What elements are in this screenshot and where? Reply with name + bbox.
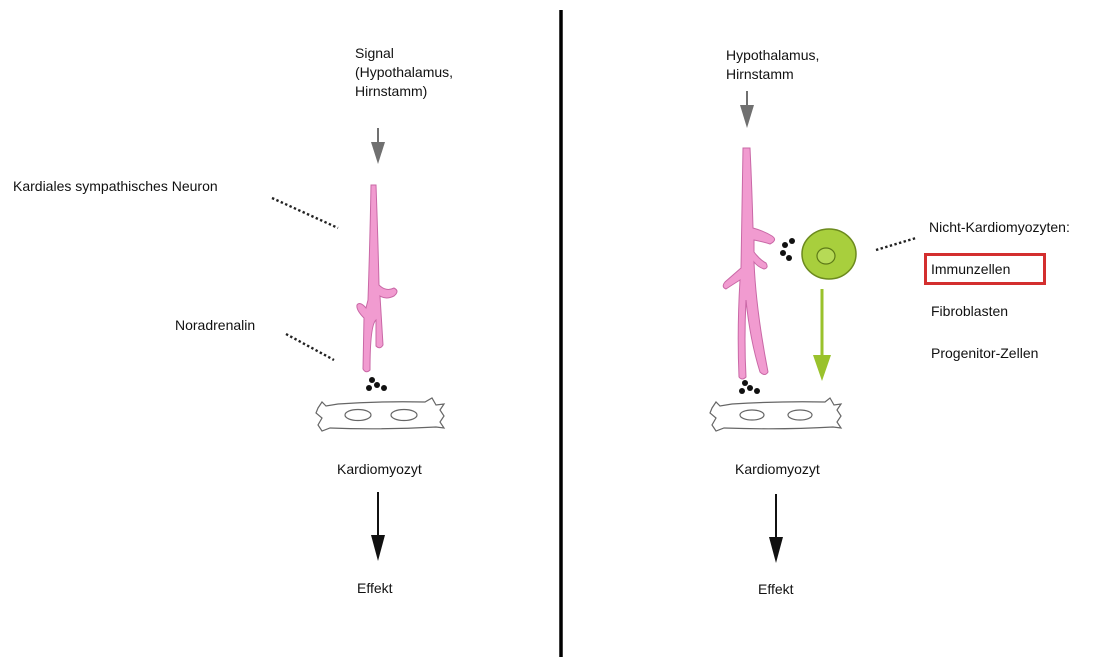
right-effect-label: Effekt <box>758 580 794 599</box>
non-cardiomyocyte-title: Nicht-Kardiomyozyten: <box>929 218 1070 237</box>
right-signal-label: Hypothalamus, Hirnstamm <box>726 46 819 84</box>
right-signal-arrow <box>740 91 754 128</box>
right-green-arrow <box>813 289 831 381</box>
left-signal-line-2: (Hypothalamus, <box>355 63 453 82</box>
left-signal-line-1: Signal <box>355 44 453 63</box>
left-signal-arrow <box>371 128 385 164</box>
right-signal-line-1: Hypothalamus, <box>726 46 819 65</box>
right-immune-cell <box>802 229 856 279</box>
left-signal-line-3: Hirnstamm) <box>355 82 453 101</box>
left-effect-arrow <box>371 492 385 561</box>
right-effect-arrow <box>769 494 783 563</box>
cell-type-progenitor: Progenitor-Zellen <box>931 344 1038 363</box>
right-transmitter-dots-lower <box>739 380 760 394</box>
right-cell-leader <box>876 238 916 250</box>
right-cardiomyocyte-label: Kardiomyozyt <box>735 460 820 479</box>
cell-type-fibroblasten: Fibroblasten <box>931 302 1008 321</box>
right-sympathetic-neuron <box>723 142 774 379</box>
right-cardiomyocyte-cell <box>710 398 841 431</box>
right-signal-line-2: Hirnstamm <box>726 65 819 84</box>
left-sympathetic-neuron <box>357 180 397 372</box>
right-transmitter-dots-upper <box>780 238 795 261</box>
left-transmitter-label: Noradrenalin <box>175 316 255 335</box>
left-neuron-label: Kardiales sympathisches Neuron <box>13 177 218 196</box>
cell-type-immunzellen: Immunzellen <box>931 260 1010 279</box>
left-signal-label: Signal (Hypothalamus, Hirnstamm) <box>355 44 453 101</box>
left-neuron-leader <box>272 198 338 228</box>
left-transmitter-leader <box>286 334 334 360</box>
left-noradrenalin-dots <box>366 377 387 391</box>
left-effect-label: Effekt <box>357 579 393 598</box>
left-cardiomyocyte-cell <box>316 398 444 431</box>
left-cardiomyocyte-label: Kardiomyozyt <box>337 460 422 479</box>
